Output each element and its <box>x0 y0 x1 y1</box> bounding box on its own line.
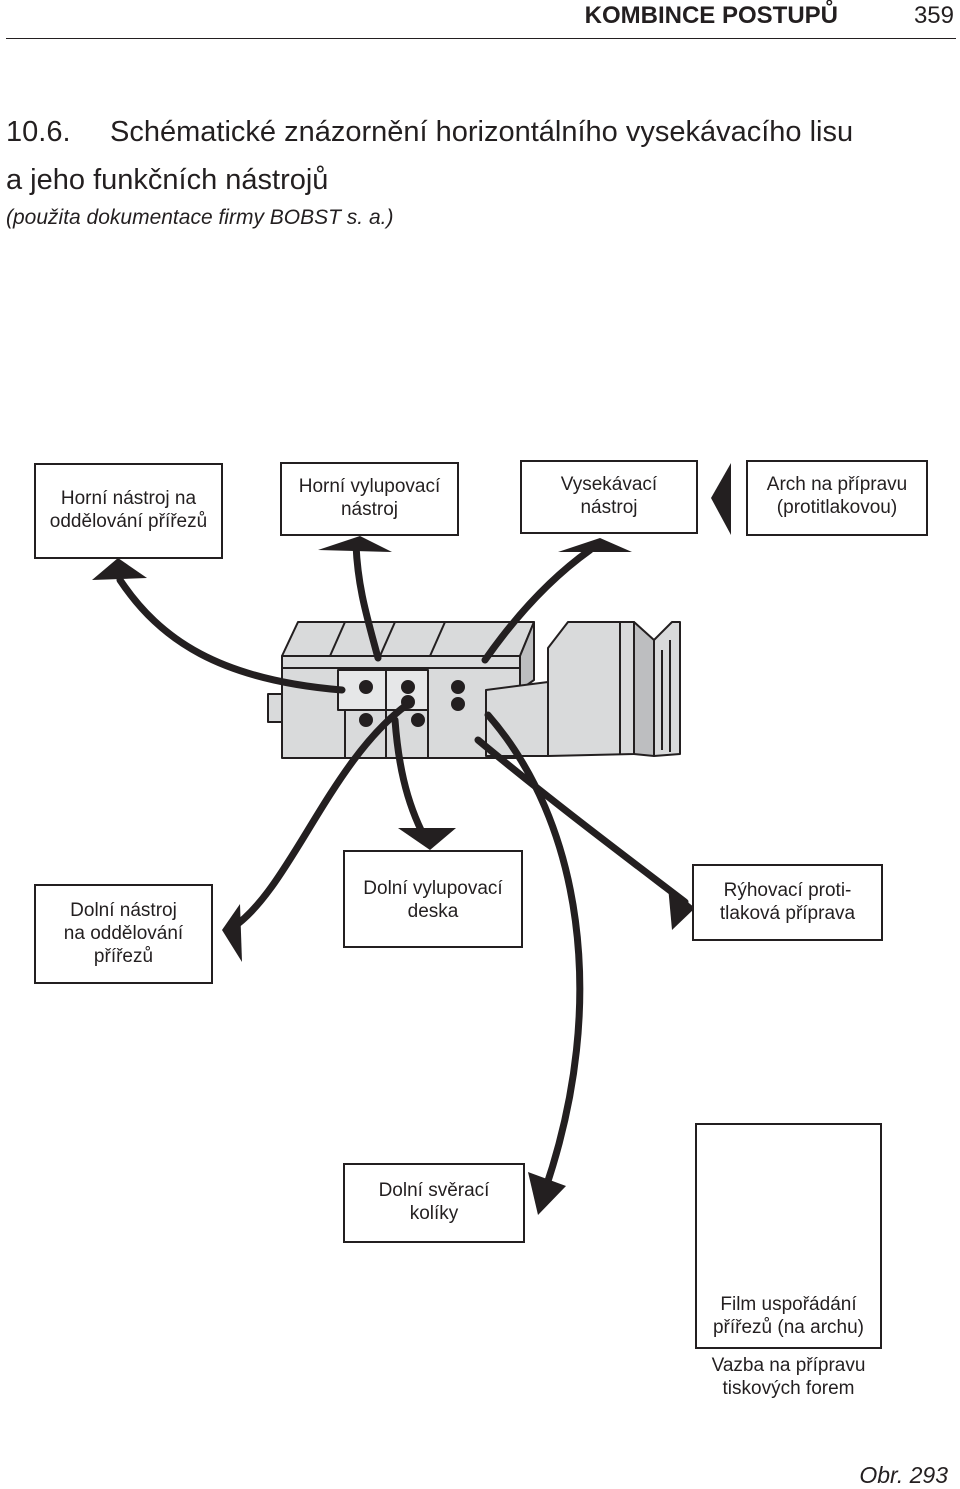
running-header-title: KOMBINCE POSTUPŮ <box>584 2 838 29</box>
label-line: Vazba na přípravu <box>711 1355 866 1376</box>
arrowheads <box>92 463 731 1215</box>
section-subtitle: (použita dokumentace firmy BOBST s. a.) <box>6 206 394 229</box>
label-line: Film uspořádání <box>720 1294 857 1315</box>
label-line: nástroj <box>580 497 638 518</box>
label-line: tlaková příprava <box>719 903 856 924</box>
label-line: deska <box>407 901 459 922</box>
label-line: Dolní svěrací <box>378 1180 490 1201</box>
label-line: kolíky <box>409 1203 459 1224</box>
label-line: na oddělování <box>63 923 184 944</box>
label-line: Dolní vylupovací <box>363 878 503 899</box>
label-line: tiskových forem <box>722 1378 855 1399</box>
section-number: 10.6. <box>6 116 71 148</box>
arrows <box>116 541 689 1194</box>
figure-label: Obr. 293 <box>859 1462 948 1488</box>
label-creasing-counter: Rýhovací proti-tlaková příprava <box>692 864 883 941</box>
label-line: Dolní nástroj <box>70 900 177 921</box>
page-number: 359 <box>913 2 954 29</box>
label-counter-sheet: Arch na přípravu(protitlakovou) <box>746 460 928 536</box>
binding-note: Vazba na přípravu tiskových forem <box>690 1354 887 1400</box>
header-rule <box>6 38 956 39</box>
label-line: přířezů (na archu) <box>712 1317 864 1338</box>
section-title-line2: a jeho funkčních nástrojů <box>6 164 329 196</box>
section-heading-line1: 10.6. Schématické znázornění horizontální… <box>6 116 853 149</box>
label-line: (protitlakovou) <box>776 497 898 518</box>
section-title-line1: Schématické znázornění horizontálního vy… <box>110 116 854 148</box>
label-line: přířezů <box>93 946 154 967</box>
label-line: Vysekávací <box>560 474 658 495</box>
label-line: Arch na přípravu <box>766 474 908 495</box>
label-line: Horní vylupovací <box>298 476 441 497</box>
label-line: nástroj <box>340 499 398 520</box>
label-line: Rýhovací proti- <box>723 880 852 901</box>
label-line: oddělování přířezů <box>49 511 208 532</box>
label-line: Horní nástroj na <box>60 488 197 509</box>
